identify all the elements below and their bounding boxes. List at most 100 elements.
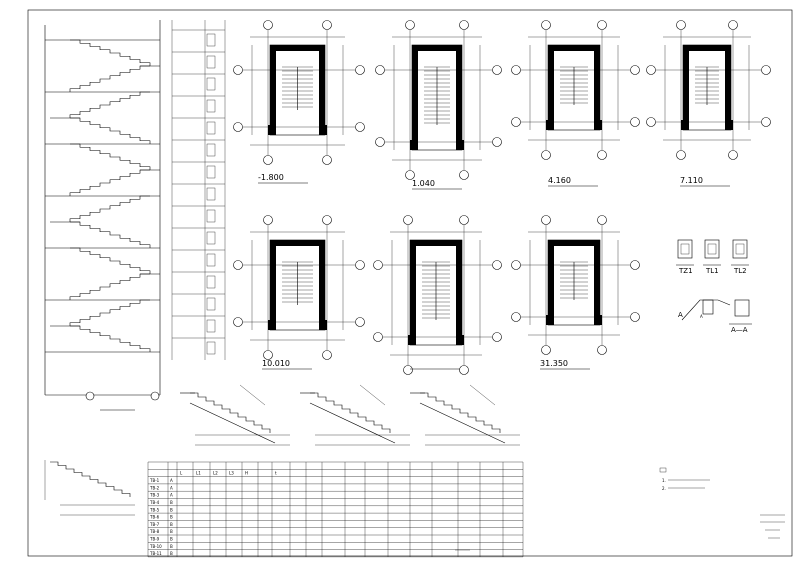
flight-steps (190, 392, 271, 433)
stair-flight (69, 195, 150, 222)
table-cell: TB-2 (149, 485, 160, 490)
wall (594, 240, 600, 325)
level-mark (206, 99, 216, 113)
flight-steps (420, 392, 501, 433)
level-mark (206, 297, 216, 311)
level-mark (206, 143, 216, 157)
wall (456, 240, 462, 345)
axis-bubble (355, 65, 365, 75)
table-cell: TB-6 (149, 515, 160, 520)
column (594, 120, 602, 130)
detail-label-tl2: TL2 (733, 267, 747, 275)
table-cell: A (170, 478, 173, 483)
level-mark (206, 55, 216, 69)
level-mark (206, 253, 216, 267)
table-cell: A (170, 485, 173, 490)
stair-flight-section-3 (410, 384, 520, 446)
table-cell: TB-5 (149, 507, 160, 512)
axis-bubble (597, 345, 607, 355)
wall (410, 240, 462, 246)
axis-bubble (373, 332, 383, 342)
detail-label-tz1: TZ1 (678, 267, 693, 275)
table-cell: TB-10 (149, 544, 162, 549)
table-header: L2 (213, 470, 218, 475)
axis-bubble (492, 65, 502, 75)
axis-bubble (322, 155, 332, 165)
wall (410, 240, 416, 345)
stair-flight (69, 169, 150, 196)
column (681, 120, 689, 130)
axis-bubble (511, 312, 521, 322)
axis-bubble (541, 20, 551, 30)
axis-bubble (373, 260, 383, 270)
axis-bubble (728, 150, 738, 160)
level-mark (206, 77, 216, 91)
level-mark (206, 341, 216, 355)
stair-section-elevation (44, 20, 226, 411)
wall (270, 45, 325, 51)
stair-plan-6 (373, 215, 502, 375)
column (268, 125, 276, 135)
table-cell: TB-1 (149, 478, 160, 483)
wall (319, 45, 325, 135)
stair-plan-7: 31.350 (511, 215, 640, 370)
table-header: L3 (229, 470, 234, 475)
axis-bubble (263, 155, 273, 165)
column (319, 125, 327, 135)
leader (239, 384, 266, 406)
axis-bubble (597, 150, 607, 160)
column (546, 315, 554, 325)
axis-bubble (150, 391, 160, 401)
stair-plan-5: 10.010 (233, 215, 365, 370)
table-cell: B (170, 551, 173, 556)
level-mark (206, 121, 216, 135)
wall (456, 45, 462, 150)
column (546, 120, 554, 130)
table-cell: TB-7 (149, 522, 160, 527)
axis-bubble (322, 20, 332, 30)
plan-title: -1.800 (258, 173, 284, 182)
level-mark (206, 275, 216, 289)
section-label-a: A (678, 311, 683, 319)
axis-bubble (405, 20, 415, 30)
axis-bubble (492, 332, 502, 342)
column (319, 320, 327, 330)
axis-bubble (233, 122, 243, 132)
table-cell: TB-8 (149, 529, 160, 534)
axis-bubble (375, 65, 385, 75)
wall (683, 45, 689, 130)
stair-flight (70, 117, 151, 144)
level-mark (206, 319, 216, 333)
axis-bubble (263, 215, 273, 225)
axis-bubble (646, 117, 656, 127)
axis-bubble (403, 365, 413, 375)
axis-bubble (355, 122, 365, 132)
wall (548, 240, 554, 325)
stair-flight (69, 299, 150, 326)
wall (412, 45, 418, 150)
plan-title: 1.040 (412, 179, 435, 188)
table-cell: B (170, 500, 173, 505)
axis-bubble (541, 215, 551, 225)
title-block (455, 514, 785, 551)
note-1: 1. (662, 478, 666, 483)
table-header: L1 (196, 470, 201, 475)
axis-bubble (630, 65, 640, 75)
axis-bubble (403, 215, 413, 225)
axis-bubble (630, 260, 640, 270)
axis-bubble (355, 317, 365, 327)
axis-bubble (676, 150, 686, 160)
table-cell: TB-9 (149, 537, 160, 542)
stair-flight-small (44, 460, 135, 516)
axis-bubble (676, 20, 686, 30)
stair-plan-3: 4.160 (511, 20, 640, 187)
table-cell: B (170, 507, 173, 512)
wall (270, 240, 276, 330)
plan-title: 7.110 (680, 176, 703, 185)
section-label-aa: A—A (731, 326, 748, 334)
stair-plan-1: -1.800 (233, 20, 365, 184)
wall (270, 240, 325, 246)
stair-flight (70, 143, 151, 170)
axis-bubble (355, 260, 365, 270)
